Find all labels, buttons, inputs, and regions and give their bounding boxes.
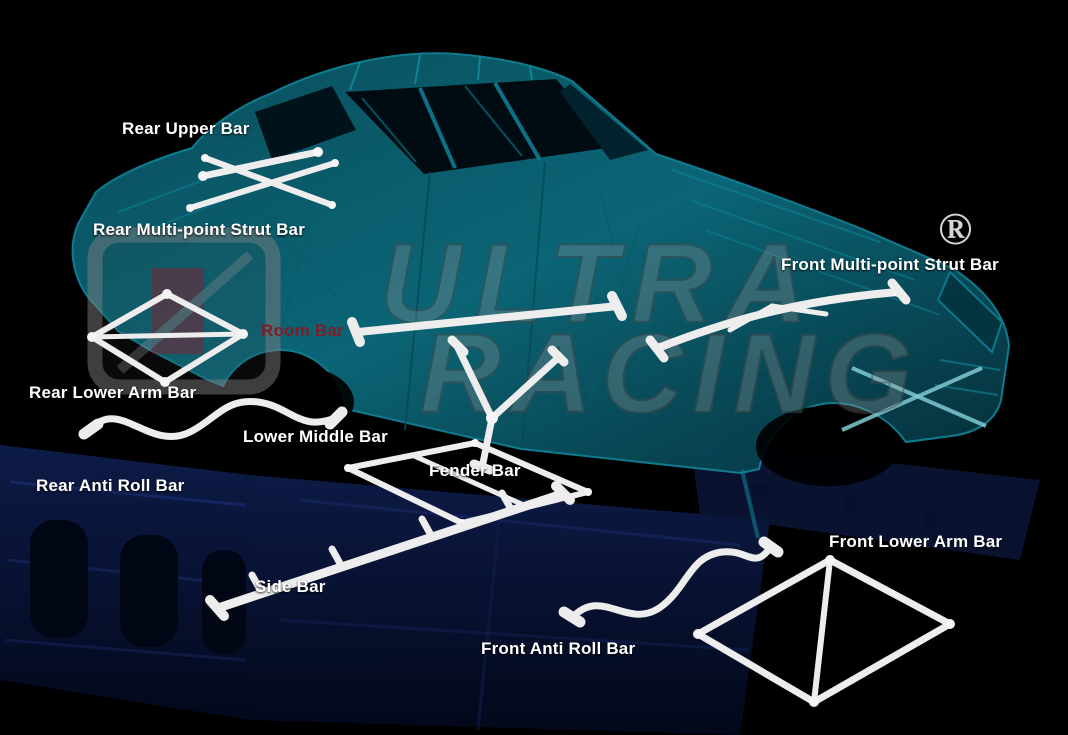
front-anti-roll-bar-graphic [558,536,784,628]
label-rear-multi-point-strut-bar: Rear Multi-point Strut Bar [93,220,306,239]
label-rear-anti-roll-bar: Rear Anti Roll Bar [36,476,185,495]
fender-bar-graphic [447,335,569,475]
brand-watermark: ULTRA RACING [87,220,922,437]
car-chassis-illustration [71,52,1011,539]
rear-upper-bar-graphic [198,147,323,181]
front-multi-point-strut-bar-graphic [645,278,911,363]
front-lower-arm-bar-graphic [693,555,955,707]
label-lower-middle-bar: Lower Middle Bar [243,427,388,446]
label-side-bar: Side Bar [255,577,326,596]
label-fender-bar: Fender Bar [429,461,521,480]
label-front-anti-roll-bar: Front Anti Roll Bar [481,639,636,658]
rear-lower-arm-bar-graphic [87,289,248,387]
label-rear-upper-bar: Rear Upper Bar [122,119,250,138]
label-room-bar: Room Bar [261,321,344,340]
label-front-multi-point-strut-bar: Front Multi-point Strut Bar [781,255,999,274]
rear-multi-point-strut-bar-graphic [186,154,339,212]
label-rear-lower-arm-bar: Rear Lower Arm Bar [29,383,197,402]
registered-trademark-symbol: ® [938,203,973,254]
side-bar-graphic [205,481,575,621]
watermark-text-racing: RACING [420,311,922,436]
room-bar-graphic [347,291,627,347]
rear-anti-roll-bar-graphic [78,398,348,441]
label-front-lower-arm-bar: Front Lower Arm Bar [829,532,1003,551]
